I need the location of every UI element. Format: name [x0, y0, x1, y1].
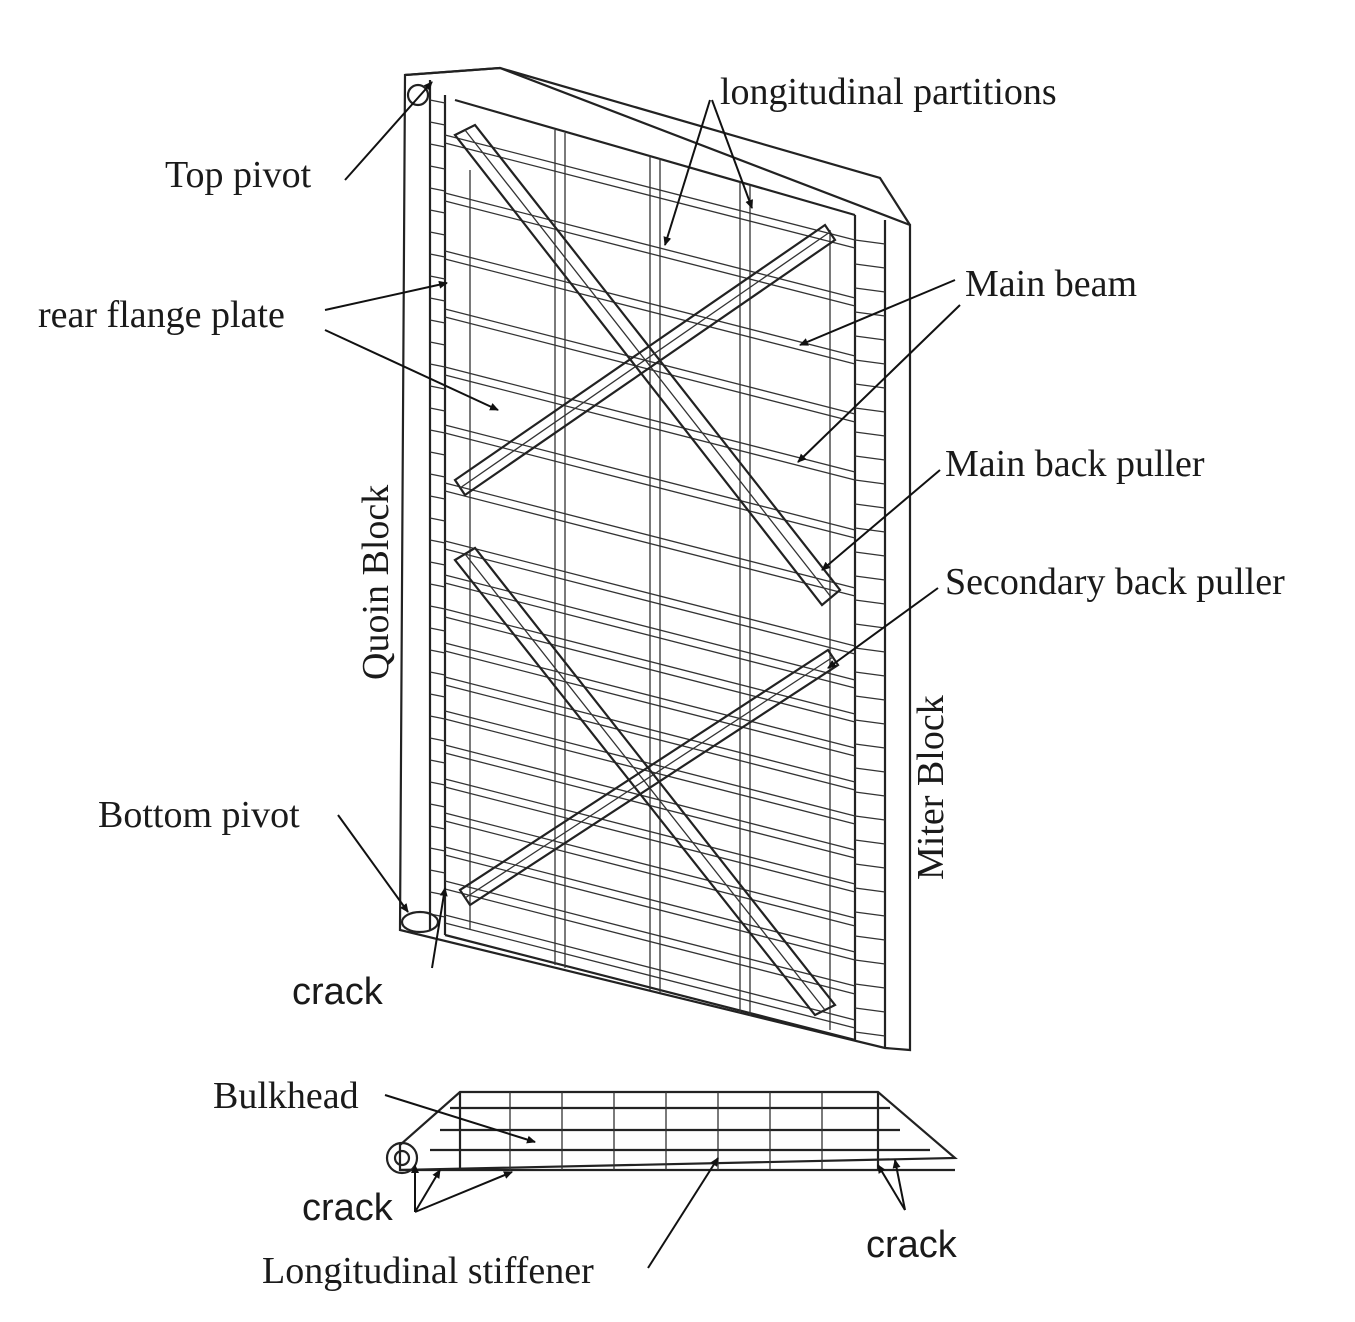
structural-line: [854, 839, 886, 845]
label-crack-left: crack: [302, 1187, 394, 1229]
structural-line: [854, 935, 886, 941]
structural-line: [429, 429, 446, 434]
structural-line: [429, 605, 446, 610]
structural-line: [429, 869, 446, 874]
structural-line: [429, 99, 446, 104]
top-plate: [404, 66, 911, 226]
structural-line: [429, 561, 446, 566]
structural-line: [854, 743, 886, 749]
structural-line: [429, 517, 446, 522]
label-bottom-pivot: Bottom pivot: [98, 794, 300, 836]
structural-line: [429, 407, 446, 412]
structural-line: [429, 715, 446, 720]
structural-line: [854, 671, 886, 677]
structural-line: [854, 359, 886, 365]
structural-line: [854, 983, 886, 989]
label-main-back-puller: Main back puller: [945, 443, 1205, 485]
label-main-beam: Main beam: [965, 263, 1137, 305]
structural-line: [429, 583, 446, 588]
structural-line: [429, 495, 446, 500]
structural-line: [854, 791, 886, 797]
structural-line: [429, 231, 446, 236]
structural-line: [429, 363, 446, 368]
structural-line: [854, 887, 886, 893]
structural-line: [429, 121, 446, 126]
label-longitudinal-stiffener: Longitudinal stiffener: [262, 1250, 594, 1292]
structural-line: [854, 383, 886, 389]
structural-line: [854, 911, 886, 917]
section-pivot: [385, 1141, 419, 1175]
top-pivot-circle: [406, 83, 430, 107]
structural-line: [854, 575, 886, 581]
label-longitudinal-partitions: longitudinal partitions: [720, 71, 1057, 113]
structural-line: [429, 649, 446, 654]
structural-line: [429, 693, 446, 698]
structural-line: [429, 187, 446, 192]
longitudinal-partition-lines: [469, 130, 831, 1030]
structural-line: [854, 863, 886, 869]
structural-line: [854, 335, 886, 341]
structural-line: [429, 627, 446, 632]
structural-line: [854, 767, 886, 773]
structural-line: [854, 1007, 886, 1013]
structural-line: [429, 275, 446, 280]
label-secondary-back-puller: Secondary back puller: [945, 561, 1285, 603]
structural-line: [854, 503, 886, 509]
label-quoin-block: Quoin Block: [355, 485, 397, 680]
structural-line: [429, 847, 446, 852]
structural-line: [854, 599, 886, 605]
quoin-post-ribs: [429, 99, 446, 918]
label-top-pivot: Top pivot: [165, 154, 312, 196]
back-puller-diagonals: [453, 123, 842, 1017]
structural-line: [429, 803, 446, 808]
structural-line: [429, 737, 446, 742]
structural-line: [854, 647, 886, 653]
structural-line: [429, 825, 446, 830]
structural-line: [429, 341, 446, 346]
structural-line: [854, 431, 886, 437]
structural-line: [429, 473, 446, 478]
label-miter-block: Miter Block: [910, 695, 952, 880]
structural-line: [854, 551, 886, 557]
structural-line: [854, 239, 886, 245]
structural-line: [854, 815, 886, 821]
label-crack-right: crack: [866, 1224, 958, 1266]
structural-line: [429, 253, 446, 258]
structural-line: [429, 671, 446, 676]
leader-lines: [324, 81, 961, 1269]
gate-leaf-drawing: [398, 66, 912, 1052]
structural-line: [854, 479, 886, 485]
structural-line: [429, 319, 446, 324]
structural-line: [854, 959, 886, 965]
structural-line: [854, 263, 886, 269]
structural-line: [429, 451, 446, 456]
label-rear-flange-plate: rear flange plate: [38, 294, 285, 336]
structural-line: [429, 297, 446, 302]
structural-line: [854, 623, 886, 629]
structural-line: [429, 385, 446, 390]
structural-line: [429, 891, 446, 896]
structural-line: [854, 455, 886, 461]
miter-post-ribs: [854, 239, 886, 1037]
structural-line: [429, 539, 446, 544]
section-ribs: [509, 1092, 823, 1170]
structural-line: [429, 781, 446, 786]
cross-section-drawing: [385, 1090, 958, 1175]
structural-line: [854, 695, 886, 701]
structural-line: [854, 407, 886, 413]
structural-line: [854, 719, 886, 725]
structural-line: [854, 287, 886, 293]
bottom-pivot-circle: [400, 910, 440, 934]
label-bulkhead: Bulkhead: [213, 1075, 359, 1117]
structural-line: [854, 311, 886, 317]
structural-line: [854, 1031, 886, 1037]
structural-line: [429, 165, 446, 170]
label-crack-gate: crack: [292, 971, 384, 1013]
structural-line: [429, 209, 446, 214]
structural-line: [429, 759, 446, 764]
structural-line: [429, 143, 446, 148]
